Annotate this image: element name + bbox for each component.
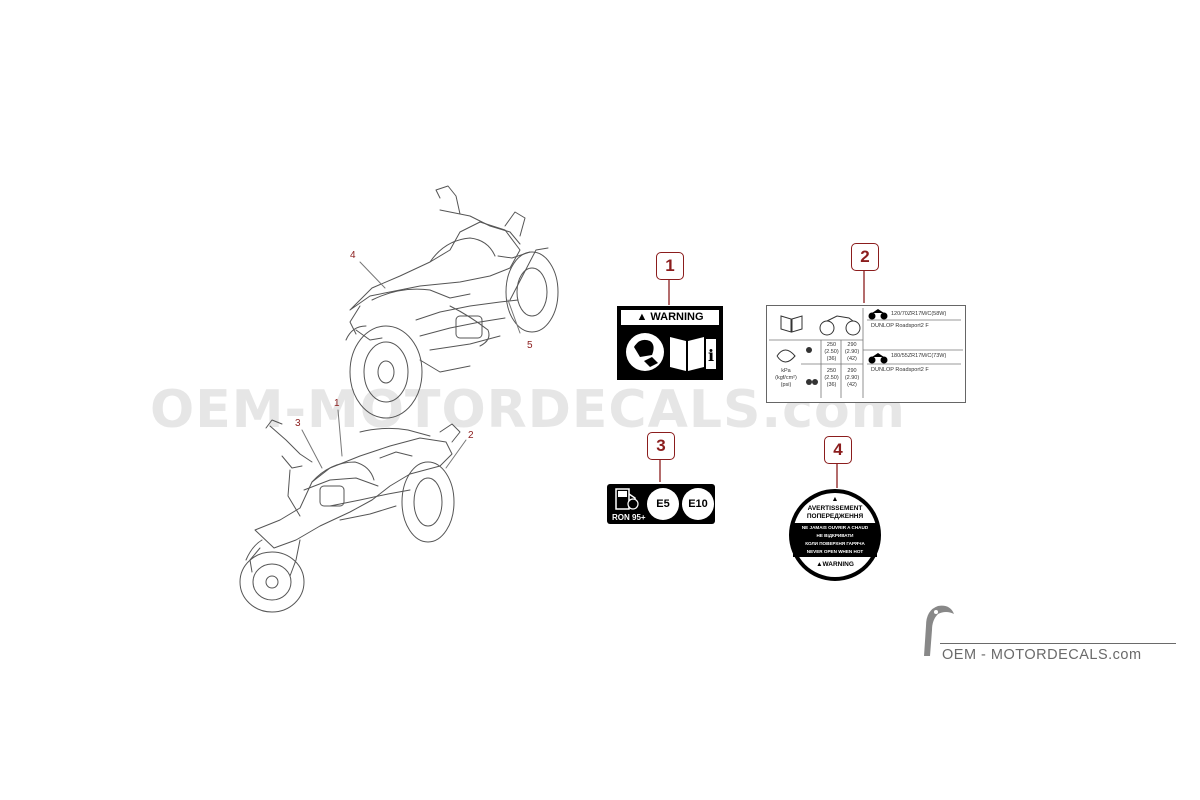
callout-2: 2 [851,243,879,271]
round-line-6: NEVER OPEN WHEN HOT [806,549,864,554]
ron-label: RON 95+ [612,513,646,522]
diagram-label-2: 2 [468,430,474,441]
sticker-3-fuel: RON 95+ E5 E10 [607,484,715,524]
round-line-5: КОЛИ ПОВЕРХНЯ ГАРЯЧА [805,541,865,546]
unit-kgf: (kgf/cm²) [775,375,797,381]
p4-psi: (42) [847,382,857,388]
e10-text: E10 [688,498,708,510]
round-top-triangle-icon: ▲ [831,496,839,503]
pressure-units: kPa (kgf/cm²) (psi) [771,368,801,389]
logo-underline [940,643,1176,644]
motorcycle-rear-view [345,185,559,419]
diagram-label-4: 4 [350,250,356,261]
p1-kpa: 250 [826,342,837,348]
fuel-pump-icon [615,488,639,510]
pressure-dual-rear: 290 (2.90) (42) [842,368,862,389]
warning-header: ▲ WARNING [621,310,719,325]
sticker-2-grid [769,308,963,398]
round-band [793,523,877,557]
round-warning-text: WARNING [822,561,854,568]
p4-kgf: (2.90) [844,375,860,381]
round-line-4: НЕ ВІДКРИВАТИ [816,533,854,538]
tire-brand-rear: DUNLOP Roadsport2 F [871,367,929,373]
toucan-logo-icon [924,605,954,656]
motorcycle-icon [819,315,861,336]
round-warning-triangle-icon: ▲ [816,561,823,568]
book-icon [780,315,803,333]
warning-text: WARNING [650,311,704,323]
p3-kpa: 250 [826,368,837,374]
p3-psi: (36) [826,382,837,388]
tire-gauge-icon [776,349,796,363]
e5-badge: E5 [647,488,679,520]
pressure-solo-rear: 290 (2.90) (42) [842,342,862,363]
round-line-1: AVERTISSEMENT [807,505,863,512]
sticker-1-warning: ▲ WARNING i [617,306,723,380]
p3-kgf: (2.50) [824,375,839,381]
tire-size-rear: 180/55ZR17M/C(73W) [891,353,947,359]
diagram-label-3: 3 [295,418,301,429]
diagram-label-1: 1 [334,398,340,409]
svg-text:i: i [708,346,714,365]
callout-4: 4 [824,436,852,464]
sticker-1-icons: i [626,333,716,371]
tire-size-front: 120/70ZR17M/C(58W) [891,311,947,317]
logo-text: OEM - MOTORDECALS.com [942,647,1142,663]
manual-book-icon: i [670,337,716,371]
callout-1: 1 [656,252,684,280]
p1-kgf: (2.50) [824,349,839,355]
sticker-4-round-warning: ▲ AVERTISSEMENT ПОПЕРЕДЖЕННЯ NE JAMAIS O… [789,489,881,581]
p2-psi: (42) [847,356,857,362]
moto-small-icon-rear [868,353,888,364]
warning-triangle-icon: ▲ [636,311,648,323]
pressure-solo-front: 250 (2.50) (36) [822,342,841,363]
unit-kpa: kPa [781,368,791,374]
p1-psi: (36) [826,356,837,362]
pressure-dual-front: 250 (2.50) (36) [822,368,841,389]
tire-brand-front: DUNLOP Roadsport2 F [871,323,929,329]
round-warning: ▲WARNING [790,561,880,568]
p2-kgf: (2.90) [844,349,860,355]
motorcycle-front-view [239,419,461,613]
callout-3: 3 [647,432,675,460]
diagram-label-5: 5 [527,340,533,351]
p4-kpa: 290 [847,368,857,374]
e5-text: E5 [656,498,670,510]
sticker-2-tire-pressure: 120/70ZR17M/C(58W) DUNLOP Roadsport2 F 1… [766,305,966,403]
p2-kpa: 290 [847,342,857,348]
round-line-2: ПОПЕРЕДЖЕННЯ [806,513,864,520]
e10-badge: E10 [682,488,714,520]
unit-psi: (psi) [780,382,792,388]
round-line-3: NE JAMAIS OUVRIR A CHAUD [801,525,869,530]
rider-icon [806,347,818,385]
moto-small-icon-front [868,309,888,320]
